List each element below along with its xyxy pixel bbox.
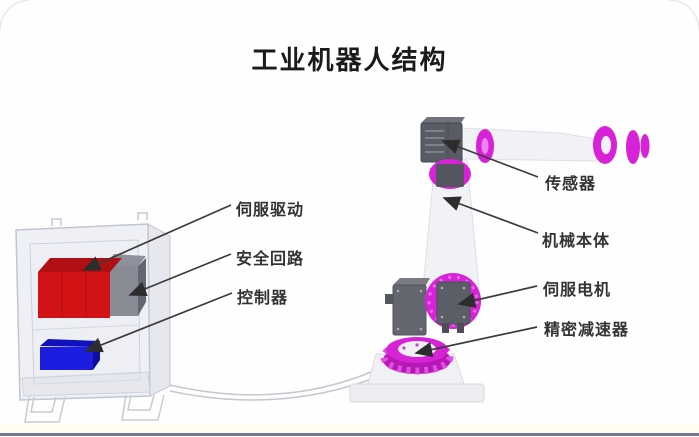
servo-drive-module — [38, 258, 122, 318]
elbow-joint — [429, 159, 471, 189]
cabinet-bottom-shelf — [21, 371, 151, 397]
corner-arc-right — [668, 0, 699, 31]
label-safety-circuit: 安全回路 — [236, 251, 305, 268]
control-cabinet — [15, 212, 171, 423]
leader-lines — [82, 139, 539, 358]
sensor-box — [420, 117, 465, 163]
bottom-accent-bar — [0, 433, 699, 436]
cabinet-side-panel — [147, 223, 171, 397]
axis-motor-box — [385, 278, 430, 336]
label-precision-reducer: 精密减速器 — [544, 322, 630, 339]
robot-arm — [349, 117, 650, 403]
corner-arc-left — [0, 0, 31, 31]
leader-sensor — [441, 139, 539, 178]
cabinet-hooks — [51, 212, 148, 226]
leader-servo-drive — [82, 204, 232, 271]
label-controller: 控制器 — [237, 290, 289, 307]
leader-servo-motor — [457, 285, 538, 308]
label-mechanical-body: 机械本体 — [542, 233, 611, 250]
label-servo-drive: 伺服驱动 — [236, 202, 305, 219]
cabinet-foot-right — [121, 394, 165, 421]
leader-controller — [84, 292, 233, 353]
precision-reducer-gear — [380, 337, 454, 375]
label-servo-motor: 伺服电机 — [543, 282, 612, 299]
bottom-cream-strip — [0, 424, 699, 433]
leader-body — [442, 196, 539, 234]
leader-safety-circuit — [128, 253, 232, 297]
label-sensor: 传感器 — [545, 176, 597, 193]
controller-module — [40, 339, 100, 370]
cabinet-foot-left — [24, 396, 66, 423]
wrist-joint — [593, 126, 617, 164]
end-effector — [626, 130, 650, 164]
shoulder-joint — [476, 129, 494, 163]
servo-motor-joint — [425, 273, 481, 333]
page-title: 工业机器人结构 — [251, 45, 448, 75]
leader-reducer — [414, 326, 538, 358]
